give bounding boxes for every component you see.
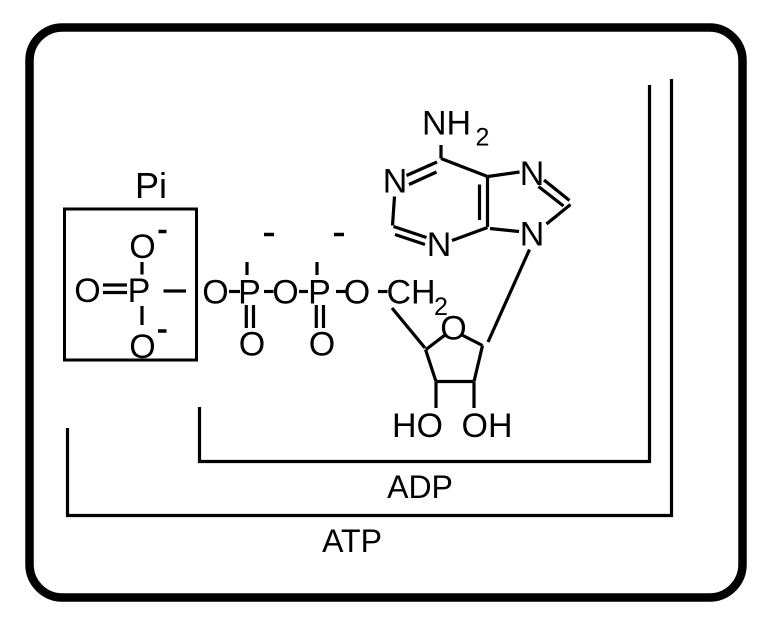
bond	[390, 306, 427, 350]
atom-adenine-n3: N	[427, 226, 452, 264]
pi-box	[63, 207, 198, 362]
atom-beta-double-bond-oxygen: O	[239, 326, 265, 364]
outer-frame	[25, 23, 747, 602]
atom-pi-left-oxygen: O	[74, 272, 100, 310]
atom-pi-phosphorus: P	[128, 272, 151, 310]
atom-bridge-oxygen-3: O	[344, 274, 370, 312]
atom-pi-top-oxygen: O	[129, 228, 155, 266]
bond	[486, 248, 531, 343]
atom-pi-bottom-oxygen: O	[129, 328, 155, 366]
atom-ribose-oh: OH	[462, 407, 513, 445]
bond	[542, 178, 571, 202]
bond	[451, 225, 489, 243]
bond	[392, 224, 428, 240]
bond	[472, 345, 485, 382]
atom-nh-subscript-2: 2	[476, 124, 490, 152]
atom-bridge-oxygen-2: O	[272, 274, 298, 312]
atom-adenine-n7: N	[520, 155, 545, 193]
atom-adenine-nh: NH	[422, 105, 471, 143]
atom-beta-phosphorus: P	[238, 274, 261, 312]
atp-bracket	[65, 79, 674, 518]
bond	[461, 333, 484, 347]
bond	[545, 203, 572, 226]
atom-ch-subscript-2: 2	[434, 293, 448, 321]
bond	[408, 170, 438, 186]
atom-ribose-ho: HO	[392, 407, 443, 445]
atom-adenine-n9: N	[520, 216, 545, 254]
bond	[489, 226, 520, 234]
bond	[537, 185, 565, 208]
atom-ch-group: CH	[386, 274, 435, 312]
bond	[390, 196, 397, 226]
pi-label: Pi	[134, 165, 168, 206]
atp-label: ATP	[322, 523, 382, 559]
atom-bridge-oxygen-1: O	[202, 274, 228, 312]
adp-label: ADP	[387, 469, 453, 505]
atom-adenine-n1: N	[383, 163, 408, 201]
bond	[394, 232, 426, 247]
bond	[440, 157, 489, 178]
atom-ribose-ring-oxygen: O	[440, 310, 466, 348]
adp-bracket	[197, 85, 652, 464]
bond	[405, 160, 438, 177]
atom-alpha-double-bond-oxygen: O	[309, 326, 335, 364]
bond	[487, 170, 520, 179]
bond	[423, 349, 438, 382]
atom-alpha-phosphorus: P	[308, 274, 331, 312]
bond	[425, 333, 446, 351]
